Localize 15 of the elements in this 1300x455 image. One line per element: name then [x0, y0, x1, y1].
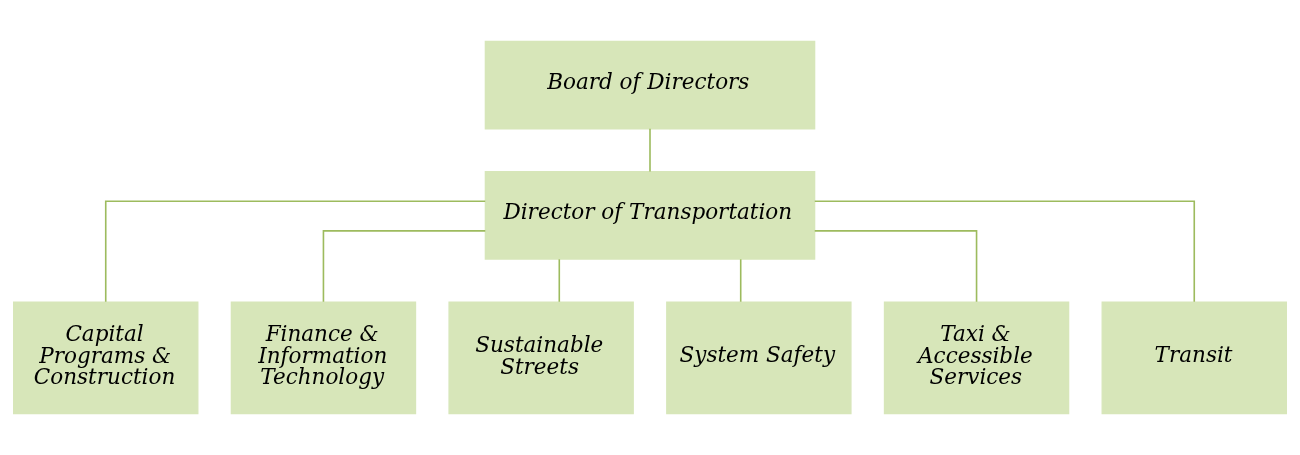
node-box: Finance & Information Technology — [230, 301, 417, 415]
node-box: Transit — [1101, 301, 1287, 415]
connector — [649, 128, 651, 173]
connector — [104, 200, 487, 303]
node-box: Taxi & Accessible Services — [883, 301, 1070, 415]
node-box: Capital Programs & Construction — [13, 301, 199, 415]
node-box: Board of Directors — [484, 40, 816, 130]
node-box: Sustainable Streets — [448, 301, 634, 415]
node-box: Director of Transportation — [484, 171, 816, 260]
connector — [558, 258, 561, 303]
connector — [322, 230, 487, 303]
connector — [813, 230, 978, 303]
connector — [813, 200, 1196, 303]
connector — [739, 258, 742, 303]
node-box: System Safety — [666, 301, 852, 415]
